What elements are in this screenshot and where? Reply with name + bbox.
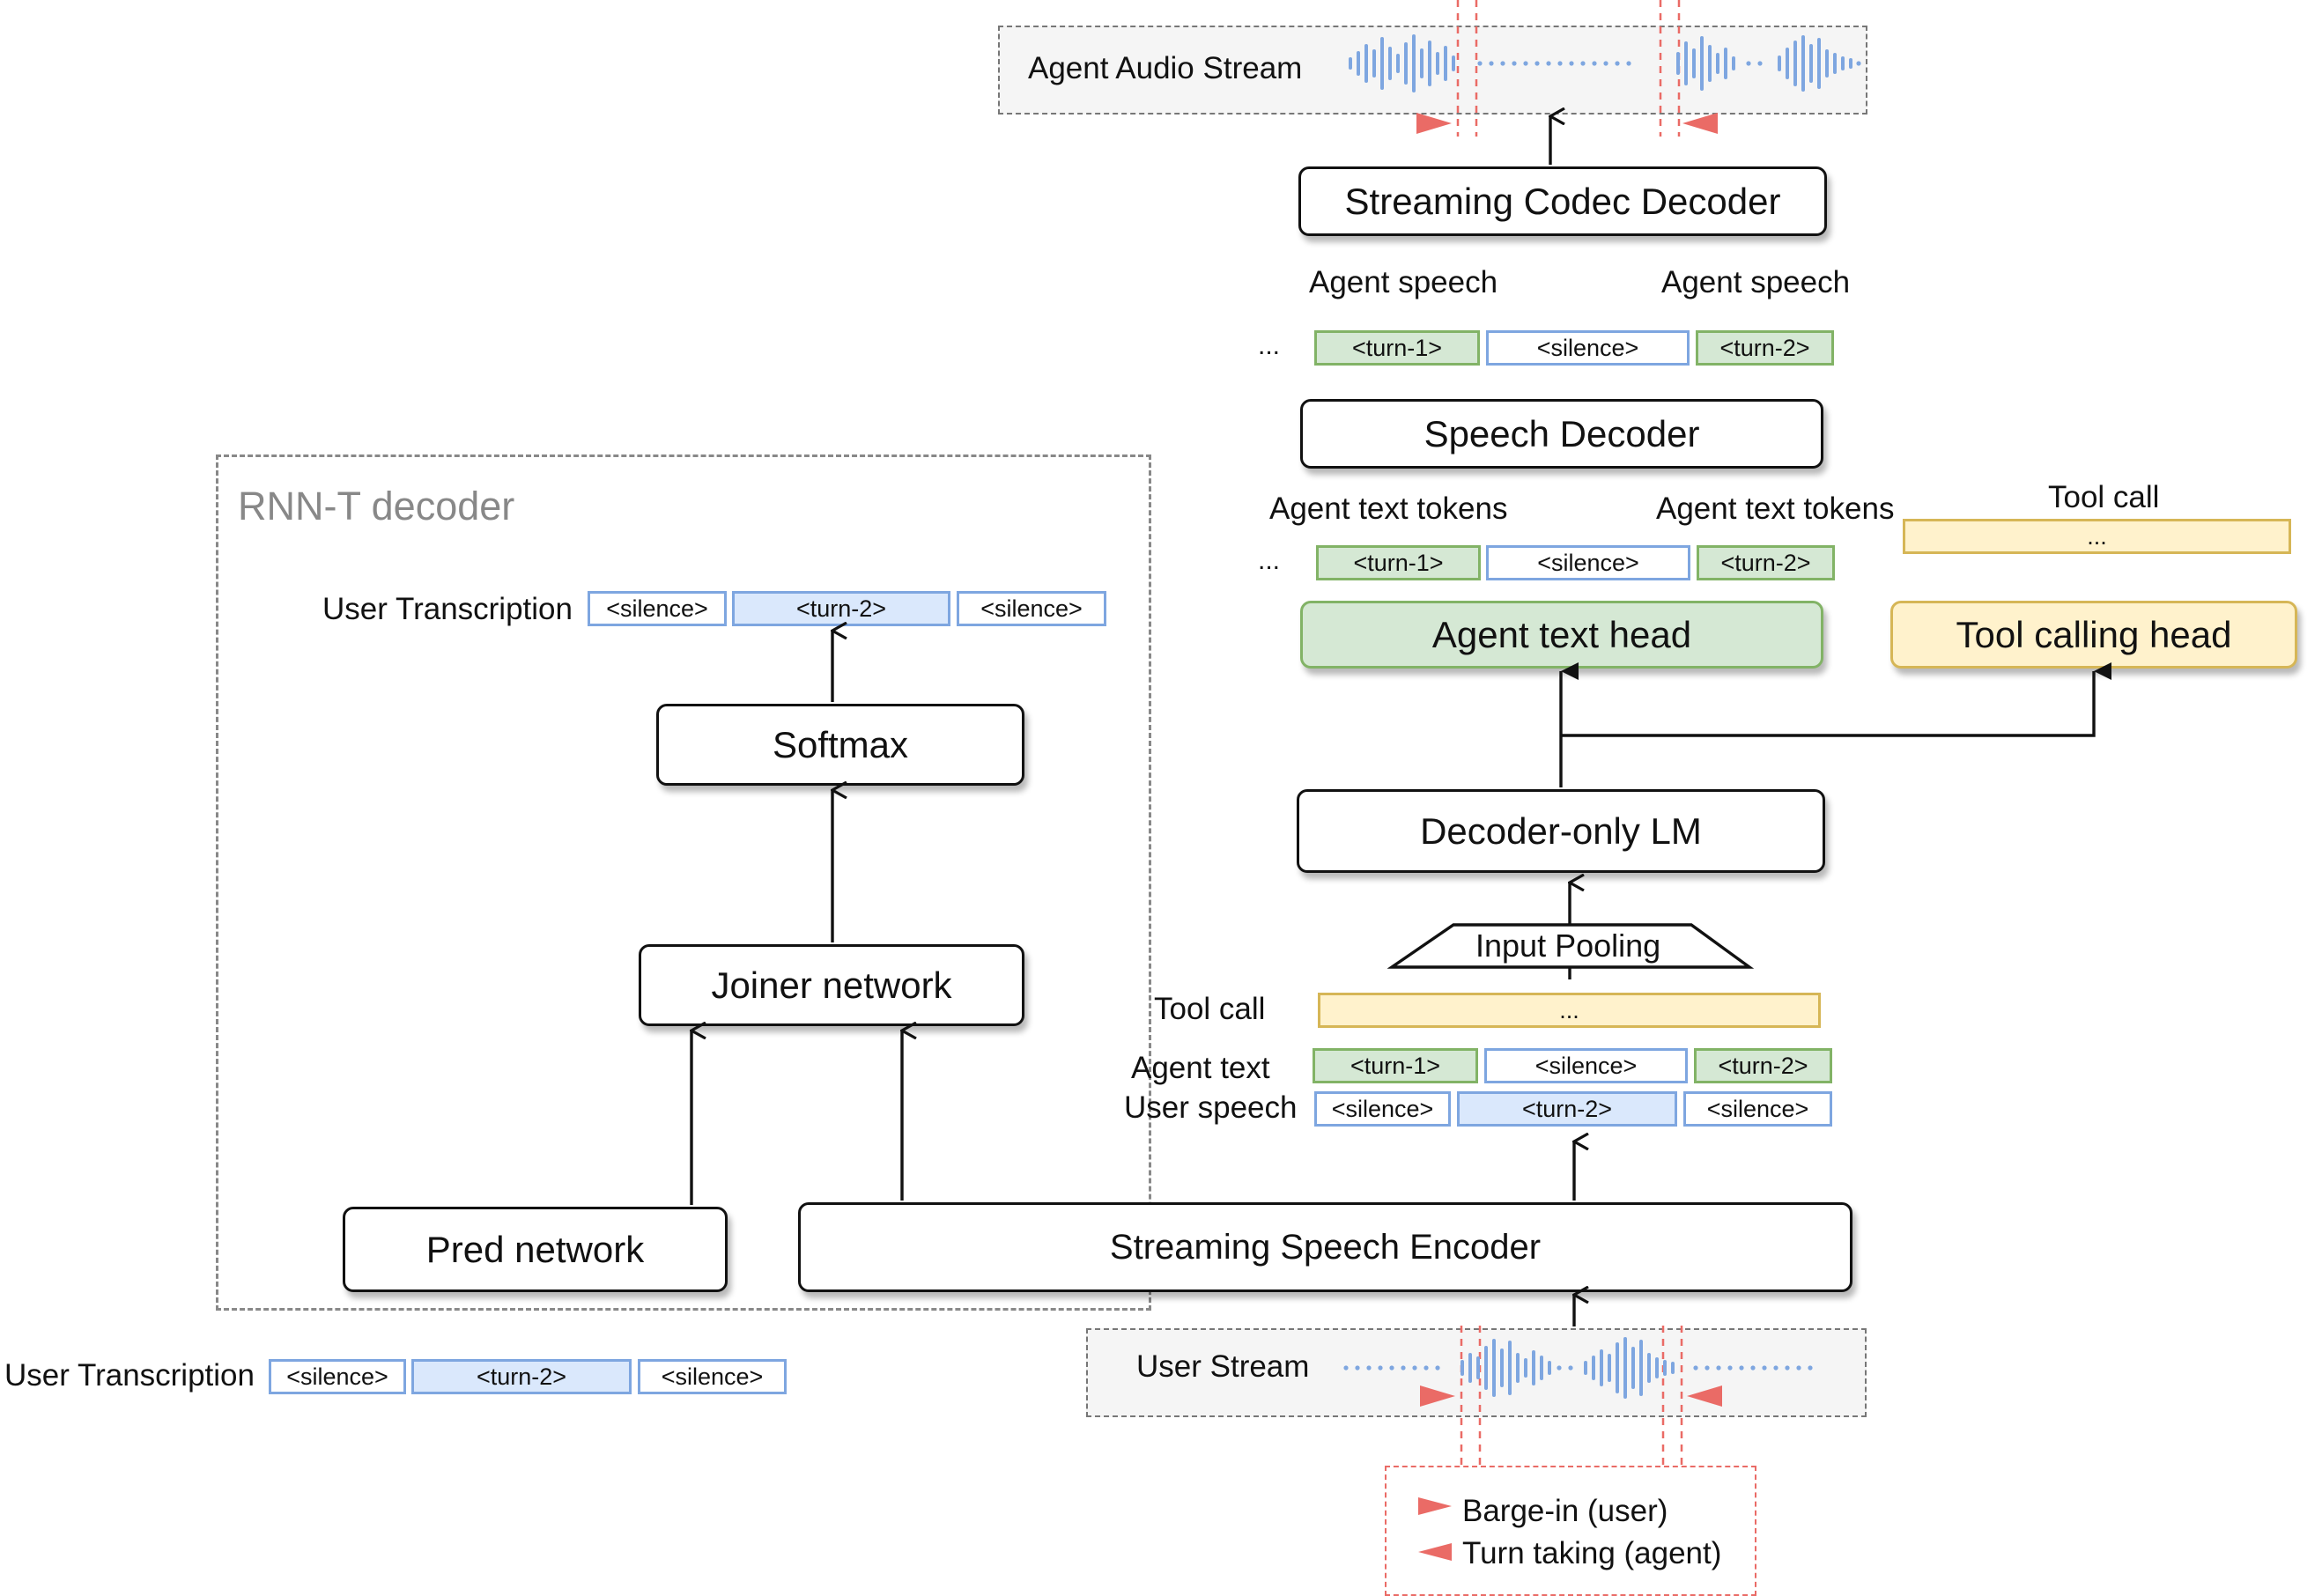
agent-text-token: <turn-1> <box>1316 545 1481 580</box>
bottom-transcription-label: User Transcription <box>4 1358 255 1393</box>
rnnt-transcription-token: <turn-2> <box>732 591 950 626</box>
legend-barge-in-label: Barge-in (user) <box>1462 1494 1668 1528</box>
turn-taking-marker-bottom <box>1687 1385 1722 1407</box>
waveform-dot <box>1557 1365 1562 1371</box>
bottom-transcription-token: <turn-2> <box>411 1359 632 1394</box>
pred-network-block: Pred network <box>343 1207 728 1292</box>
agent-text-token: <turn-2> <box>1697 545 1835 580</box>
agent-audio-stream-label: Agent Audio Stream <box>1028 51 1303 85</box>
agent-text-tokens-label-left: Agent text tokens <box>1269 491 1508 526</box>
waveform-dot <box>1366 1365 1372 1371</box>
waveform-dot <box>1808 1365 1813 1371</box>
waveform-dot <box>1762 1365 1767 1371</box>
waveform-dot <box>1856 61 1861 66</box>
agent-speech-token: <turn-2> <box>1696 330 1834 366</box>
waveform-dot <box>1592 61 1597 66</box>
waveform-dot <box>1378 1365 1383 1371</box>
streaming-speech-encoder-block: Streaming Speech Encoder <box>798 1202 1852 1292</box>
waveform-dot <box>1746 61 1751 66</box>
rnnt-transcription-label: User Transcription <box>322 592 573 626</box>
waveform-dot <box>1739 1365 1744 1371</box>
waveform-dot <box>1626 61 1631 66</box>
barge-in-marker-top <box>1416 113 1452 134</box>
waveform-dot <box>1523 61 1528 66</box>
arrow-lm-to-tool-head <box>1561 662 2111 737</box>
tool-call-input-token: ... <box>1318 993 1821 1028</box>
agent-text-input-token: <turn-2> <box>1694 1048 1832 1083</box>
agent-text-head-block: Agent text head <box>1300 601 1823 669</box>
waveform-dot <box>1615 61 1620 66</box>
waveform-dot <box>1693 1365 1698 1371</box>
waveform-dot <box>1773 1365 1778 1371</box>
waveform-dot <box>1500 61 1505 66</box>
waveform-dot <box>1785 1365 1790 1371</box>
waveform-dot <box>1557 61 1563 66</box>
agent-speech-token: <turn-1> <box>1314 330 1480 366</box>
agent-audio-waveform <box>1349 34 1861 92</box>
waveform-dot <box>1401 1365 1406 1371</box>
decoder-only-lm-block: Decoder-only LM <box>1297 789 1825 873</box>
waveform-dot <box>1343 1365 1349 1371</box>
waveform-dot <box>1424 1365 1429 1371</box>
streaming-codec-decoder-block: Streaming Codec Decoder <box>1298 166 1827 236</box>
waveform-dot <box>1489 61 1494 66</box>
rnnt-transcription-token: <silence> <box>957 591 1106 626</box>
waveform-dot <box>1389 1365 1394 1371</box>
tool-call-top-token: ... <box>1903 519 2291 554</box>
waveform-dot <box>1412 1365 1417 1371</box>
user-stream-label: User Stream <box>1136 1349 1310 1384</box>
waveform-dot <box>1569 61 1574 66</box>
agent-speech-token: <silence> <box>1486 330 1690 366</box>
user-speech-input-label: User speech <box>1124 1090 1298 1125</box>
waveform-dot <box>1512 61 1517 66</box>
waveform-dot <box>1705 1365 1710 1371</box>
barge-in-marker-bottom <box>1420 1385 1455 1407</box>
agent-text-input-token: <turn-1> <box>1313 1048 1478 1083</box>
legend-barge-in-icon <box>1418 1497 1452 1515</box>
waveform-dot <box>1716 1365 1721 1371</box>
waveform-dot <box>1750 1365 1756 1371</box>
user-speech-input-token: <silence> <box>1683 1091 1832 1127</box>
waveform-dot <box>1727 1365 1733 1371</box>
waveform-dot <box>1580 61 1586 66</box>
legend-box <box>1385 1466 1756 1596</box>
agent-speech-label-left: Agent speech <box>1309 265 1498 299</box>
agent-speech-ellipsis: ... <box>1258 331 1281 360</box>
speech-decoder-block: Speech Decoder <box>1300 399 1823 469</box>
legend-turn-taking-icon <box>1418 1543 1452 1561</box>
joiner-network-block: Joiner network <box>639 944 1024 1026</box>
legend-turn-taking-label: Turn taking (agent) <box>1462 1536 1722 1570</box>
waveform-dot <box>1477 61 1483 66</box>
waveform-dot <box>1757 61 1763 66</box>
waveform-dot <box>1568 1365 1573 1371</box>
rnnt-transcription-token: <silence> <box>588 591 727 626</box>
bottom-transcription-token: <silence> <box>269 1359 406 1394</box>
rnnt-decoder-title: RNN-T decoder <box>238 484 515 528</box>
turn-taking-marker-top <box>1682 113 1718 134</box>
tool-call-top-label: Tool call <box>2048 480 2160 514</box>
agent-text-input-token: <silence> <box>1484 1048 1688 1083</box>
agent-text-tokens-label-right: Agent text tokens <box>1656 491 1895 526</box>
agent-text-token: <silence> <box>1486 545 1690 580</box>
tool-call-input-label: Tool call <box>1154 992 1266 1026</box>
waveform-dot <box>1546 61 1551 66</box>
agent-text-tokens-ellipsis: ... <box>1258 546 1281 575</box>
rnnt-decoder-region <box>216 454 1151 1311</box>
input-pooling-label: Input Pooling <box>1475 927 1661 964</box>
agent-audio-stream <box>998 26 1867 115</box>
agent-speech-label-right: Agent speech <box>1661 265 1851 299</box>
tool-calling-head-block: Tool calling head <box>1890 601 2297 669</box>
waveform-dot <box>1796 1365 1801 1371</box>
waveform-dot <box>1534 61 1540 66</box>
waveform-dot <box>1355 1365 1360 1371</box>
agent-text-input-label: Agent text <box>1131 1051 1270 1085</box>
waveform-dot <box>1435 1365 1440 1371</box>
waveform-dot <box>1603 61 1608 66</box>
user-speech-input-token: <turn-2> <box>1457 1091 1677 1127</box>
user-stream-waveform <box>1343 1337 1813 1399</box>
bottom-transcription-token: <silence> <box>638 1359 787 1394</box>
user-speech-input-token: <silence> <box>1314 1091 1451 1127</box>
